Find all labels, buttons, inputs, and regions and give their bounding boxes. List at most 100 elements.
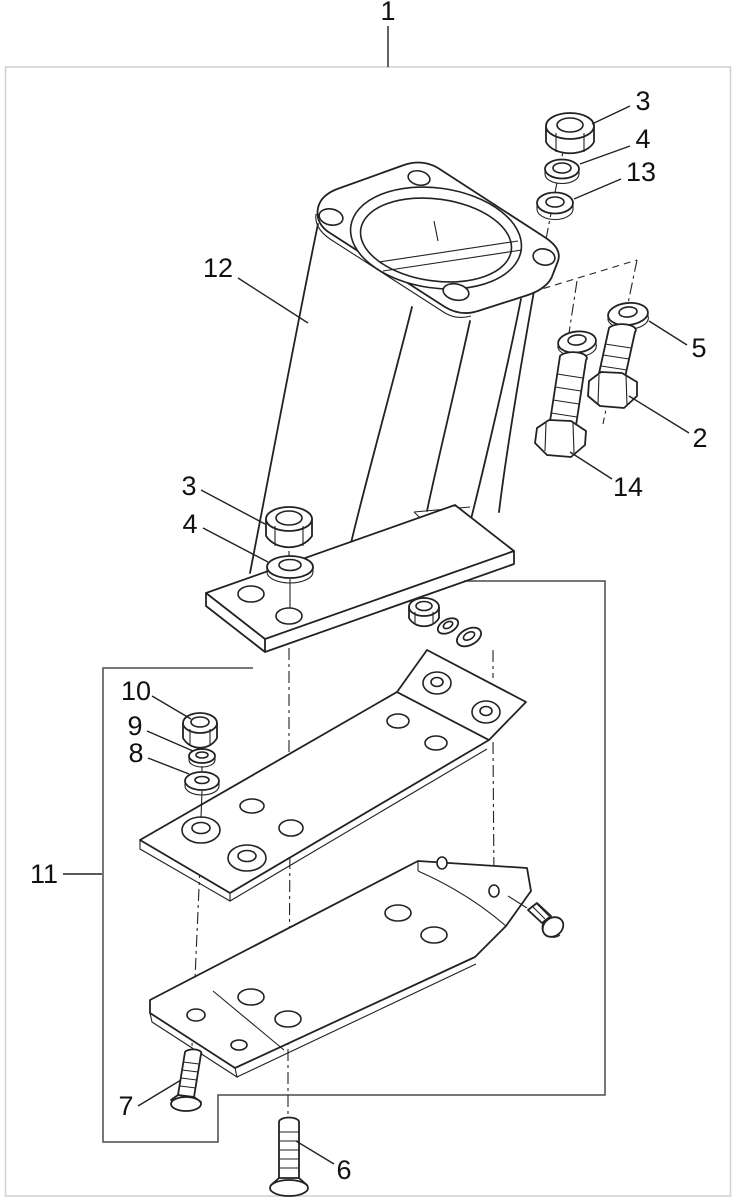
leader-9 (146, 730, 194, 752)
callout-9: 9 (127, 711, 142, 741)
callout-1: 1 (380, 0, 395, 26)
lower-bracket (149, 856, 532, 1079)
washer-hole (194, 775, 210, 785)
nut-facets (274, 526, 304, 546)
callout-3-mid: 3 (181, 471, 196, 501)
leader-6 (295, 1140, 335, 1165)
callout-8: 8 (128, 738, 143, 768)
flat-washer-4-top (544, 158, 580, 185)
nut-facets (189, 729, 211, 745)
callout-12: 12 (203, 253, 233, 283)
countersunk-screw-7 (170, 1048, 203, 1112)
washer-hole (567, 334, 587, 346)
callout-labels: 1 3 4 13 5 2 14 12 3 4 10 9 8 11 7 6 (30, 0, 708, 1185)
screw-shaft (177, 1048, 203, 1098)
countersunk-screw-6 (269, 1116, 309, 1197)
bolt-threads (600, 343, 632, 371)
bolt-2 (587, 323, 638, 409)
leader-5 (648, 320, 688, 346)
flange-bolt-hole (318, 207, 344, 227)
lower-bracket-lip-hole (436, 856, 448, 870)
upper-bracket-end-boss-hole (479, 705, 493, 717)
leader-14 (569, 451, 613, 480)
upper-bracket-hole (424, 735, 448, 751)
screw-head (170, 1096, 202, 1112)
flat-washer-for-14 (557, 330, 597, 358)
flat-washer-4-mid (266, 555, 314, 608)
washer-thickness (544, 170, 580, 185)
callout-11: 11 (30, 859, 58, 889)
callout-13: 13 (626, 157, 656, 187)
bolt-hex-head (587, 371, 638, 409)
leader-4-mid (202, 527, 269, 563)
callout-10: 10 (121, 676, 151, 706)
upper-bracket (139, 649, 527, 902)
nut-hole (556, 117, 584, 133)
upper-bracket-thickness (139, 748, 488, 902)
hex-nut-3-mid (265, 506, 313, 557)
base-plate-hole (275, 607, 303, 625)
leader-10 (151, 695, 192, 720)
leader-2 (628, 395, 690, 434)
nut-hole (275, 510, 303, 526)
washer-hole (462, 631, 476, 641)
explosion-dash-diagonal (531, 259, 638, 293)
bolt-14 (534, 351, 588, 458)
outer-frame (4, 66, 732, 1197)
flange-bolt-hole (407, 169, 431, 187)
nut-hole (190, 716, 210, 728)
callout-5: 5 (691, 333, 706, 363)
hex-nut-3-top (545, 112, 595, 155)
lower-bracket-hole (420, 926, 448, 944)
column-edge-middle (426, 320, 471, 512)
leader-3-top (591, 105, 631, 125)
flange-thickness-edge (315, 213, 472, 319)
screw-threads (279, 1131, 299, 1169)
base-plate-thickness (205, 550, 515, 653)
bolt-shaft (548, 351, 588, 433)
hex-nut-10 (182, 712, 218, 749)
screw-head (269, 1179, 309, 1197)
lower-bracket-lip-fold (417, 861, 507, 927)
leader-7 (137, 1079, 182, 1107)
lower-bracket-hole (237, 988, 265, 1006)
pan-screw-head-shade (541, 919, 561, 938)
leader-12 (237, 277, 309, 324)
callout-4-top: 4 (635, 124, 650, 154)
column-top-flange (315, 161, 560, 319)
lower-bracket-hole (230, 1039, 248, 1051)
lower-bracket-hole (384, 904, 412, 922)
callout-7: 7 (118, 1091, 133, 1121)
washer-hole (545, 196, 565, 208)
leader-8 (147, 757, 190, 775)
bolt-head-facets (597, 374, 628, 406)
upper-bracket-end-boss-hole (430, 676, 444, 688)
pan-screw-right (507, 895, 565, 938)
flat-washer-8 (184, 771, 220, 819)
upper-bracket-hole (239, 798, 265, 814)
hex-nut-washer-cluster (408, 597, 482, 648)
flange-bolt-hole (442, 282, 470, 302)
stack-connector (200, 790, 203, 819)
leader-lines (137, 105, 690, 1165)
leader-3-mid (200, 489, 266, 525)
flange-opening-inner (359, 197, 513, 283)
callout-14: 14 (613, 472, 643, 502)
lower-bracket-lip-hole (488, 884, 500, 898)
washer-hole (552, 162, 572, 174)
callout-6: 6 (336, 1155, 351, 1185)
nut-hole (415, 600, 433, 612)
flange-bolt-hole (532, 248, 556, 266)
washer-hole (618, 306, 638, 318)
lower-bracket-hole (186, 1008, 206, 1022)
bolt-head-facets (544, 422, 575, 454)
callout-4-mid: 4 (182, 509, 197, 539)
upper-bracket-hole (386, 713, 410, 729)
flat-washer-13 (536, 191, 574, 221)
bolt-hex-head (534, 419, 587, 458)
upper-bracket-boss-hole (237, 849, 257, 863)
washer-hole (195, 751, 209, 759)
base-plate-hole (237, 585, 265, 603)
